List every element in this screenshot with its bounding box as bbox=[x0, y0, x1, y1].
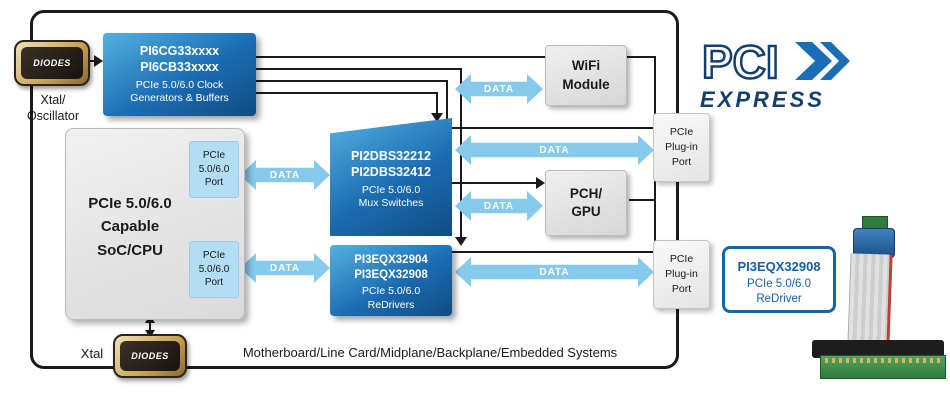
xtal-component: DIODES bbox=[113, 334, 187, 378]
pci-logo-text: PCI bbox=[702, 36, 779, 88]
mux-switches-box: PI2DBS32212 PI2DBS32412 PCIe 5.0/6.0 Mux… bbox=[330, 118, 452, 236]
external-redriver-description: PCIe 5.0/6.0 ReDriver bbox=[747, 278, 811, 305]
diodes-brand-label: DIODES bbox=[33, 58, 71, 68]
down-arrowhead-icon bbox=[455, 237, 467, 246]
connector-line bbox=[256, 68, 462, 70]
connector-line bbox=[452, 127, 654, 129]
mux-description: PCIe 5.0/6.0 Mux Switches bbox=[358, 183, 424, 210]
soc-cpu-label: PCIe 5.0/6.0 Capable SoC/CPU bbox=[88, 195, 172, 259]
connector-line bbox=[436, 92, 438, 114]
pcie-plugin-port-1: PCIe Plug-in Port bbox=[653, 113, 710, 182]
soc-pcie-port-1: PCIe 5.0/6.0 Port bbox=[189, 141, 239, 198]
data-arrow-label: DATA bbox=[539, 266, 570, 278]
right-arrowhead-icon bbox=[94, 55, 103, 67]
right-arrowhead-icon bbox=[536, 177, 545, 189]
pcie-plugin-port-2: PCIe Plug-in Port bbox=[653, 240, 710, 309]
riser-ribbon-cable bbox=[847, 253, 893, 347]
data-arrow-label: DATA bbox=[269, 169, 301, 181]
xtal-oscillator-label: Xtal/ Oscillator bbox=[26, 93, 80, 124]
riser-gold-contacts bbox=[825, 358, 941, 363]
riser-connector-icon bbox=[853, 228, 895, 258]
pch-gpu-box: PCH/ GPU bbox=[545, 170, 627, 236]
data-arrow-label: DATA bbox=[483, 83, 515, 95]
clock-generator-description: PCIe 5.0/6.0 Clock Generators & Buffers bbox=[130, 78, 229, 105]
connector-line bbox=[256, 56, 654, 58]
redrivers-part-numbers: PI3EQX32904 PI3EQX32908 bbox=[354, 254, 428, 281]
pci-express-logo: PCI EXPRESS bbox=[700, 34, 858, 113]
riser-slot-connector bbox=[812, 340, 944, 358]
diodes-logo: DIODES bbox=[21, 47, 83, 79]
soc-pcie-port-2: PCIe 5.0/6.0 Port bbox=[189, 241, 239, 298]
diodes-brand-label: DIODES bbox=[131, 351, 169, 361]
mux-part-numbers: PI2DBS32212 PI2DBS32412 bbox=[351, 149, 431, 180]
clock-generator-box: PI6CG33xxxx PI6CB33xxxx PCIe 5.0/6.0 Clo… bbox=[103, 33, 256, 116]
connector-line bbox=[629, 199, 654, 201]
connector-line bbox=[452, 251, 654, 253]
diodes-logo: DIODES bbox=[120, 341, 180, 371]
down-arrowhead-icon bbox=[431, 113, 443, 122]
external-redriver-box: PI3EQX32908 PCIe 5.0/6.0 ReDriver bbox=[722, 246, 836, 313]
redrivers-box: PI3EQX32904 PI3EQX32908 PCIe 5.0/6.0 ReD… bbox=[330, 245, 452, 316]
pci-logo-graphic: PCI bbox=[701, 35, 850, 89]
connector-line bbox=[256, 92, 438, 94]
data-arrow-label: DATA bbox=[483, 200, 515, 212]
redrivers-description: PCIe 5.0/6.0 ReDrivers bbox=[361, 284, 421, 311]
data-arrow-label: DATA bbox=[269, 262, 301, 274]
pci-arrow-icon bbox=[795, 42, 832, 80]
connector-line bbox=[86, 60, 96, 62]
data-arrow-label: DATA bbox=[539, 144, 570, 156]
wifi-module-box: WiFi Module bbox=[545, 45, 627, 106]
clock-generator-part-numbers: PI6CG33xxxx PI6CB33xxxx bbox=[139, 44, 220, 75]
connector-line bbox=[149, 322, 151, 332]
xtal-oscillator-component: DIODES bbox=[14, 40, 90, 86]
footer-caption: Motherboard/Line Card/Midplane/Backplane… bbox=[242, 345, 618, 360]
connector-line bbox=[446, 182, 536, 184]
external-redriver-part-number: PI3EQX32908 bbox=[737, 259, 821, 274]
xtal-label: Xtal bbox=[80, 346, 104, 361]
riser-pcb-board bbox=[820, 355, 946, 379]
connector-line bbox=[256, 80, 448, 82]
pci-arrow-icon bbox=[820, 42, 850, 80]
express-logo-text: EXPRESS bbox=[700, 87, 825, 112]
